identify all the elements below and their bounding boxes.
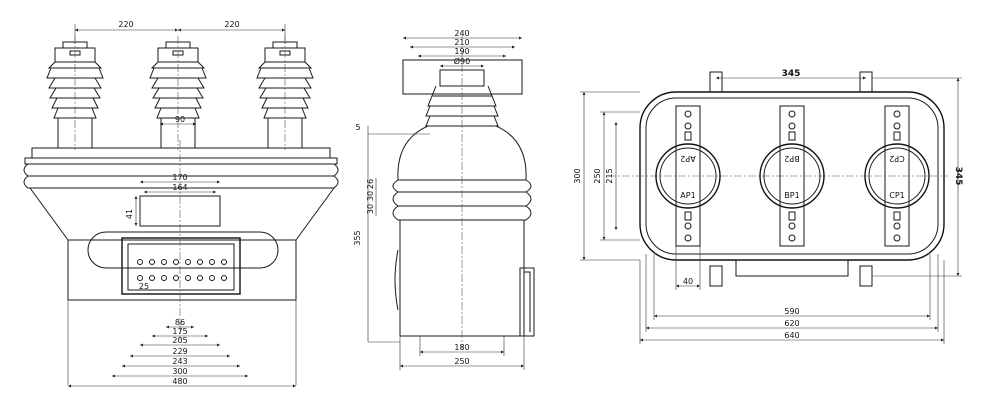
dim-205: 205 <box>172 336 187 345</box>
dim-40: 40 <box>683 277 693 286</box>
dim-5: 5 <box>355 123 360 132</box>
label-cp1: CP1 <box>889 191 905 200</box>
dim-300: 300 <box>172 367 187 376</box>
dim-590: 590 <box>784 307 799 316</box>
dim-250: 250 <box>454 357 469 366</box>
label-ap2: AP2 <box>680 154 695 163</box>
label-bp1: BP1 <box>784 191 799 200</box>
dim-220-left: 220 <box>118 20 133 29</box>
dim-620: 620 <box>784 319 799 328</box>
dim-229: 229 <box>172 347 187 356</box>
dim-30-a: 30 <box>366 204 375 214</box>
dim-640: 640 <box>784 331 799 340</box>
dim-480: 480 <box>172 377 187 386</box>
label-ap1: AP1 <box>680 191 695 200</box>
dim-25: 25 <box>139 282 149 291</box>
dim-240: 240 <box>454 29 469 38</box>
dim-175: 175 <box>172 327 187 336</box>
front-view: 220 220 90 1 <box>23 20 339 388</box>
bushing-right <box>256 35 314 151</box>
top-view: 345 AP2 AP1 BP2 BP1 CP2 CP1 300 250 215 … <box>573 69 963 344</box>
dim-300-top: 300 <box>573 168 582 183</box>
dim-86: 86 <box>175 318 185 327</box>
dim-26: 26 <box>366 179 375 189</box>
dim-90: 90 <box>175 115 185 124</box>
dim-345-right: 345 <box>953 167 963 186</box>
dim-180: 180 <box>454 343 469 352</box>
bushing-left <box>46 35 104 151</box>
dim-243: 243 <box>172 357 187 366</box>
dim-41: 41 <box>125 209 134 219</box>
label-cp2: CP2 <box>889 154 905 163</box>
dim-250-top: 250 <box>593 168 602 183</box>
dim-30-b: 30 <box>366 191 375 201</box>
bushing-center <box>149 35 207 151</box>
dim-220-right: 220 <box>224 20 239 29</box>
label-bp2: BP2 <box>784 154 799 163</box>
dim-170: 170 <box>172 173 187 182</box>
dim-215: 215 <box>605 168 614 183</box>
dim-355: 355 <box>353 230 362 245</box>
side-view: 240 210 190 Ø90 5 30 30 26 355 <box>353 29 535 370</box>
dim-345-top: 345 <box>782 69 801 79</box>
